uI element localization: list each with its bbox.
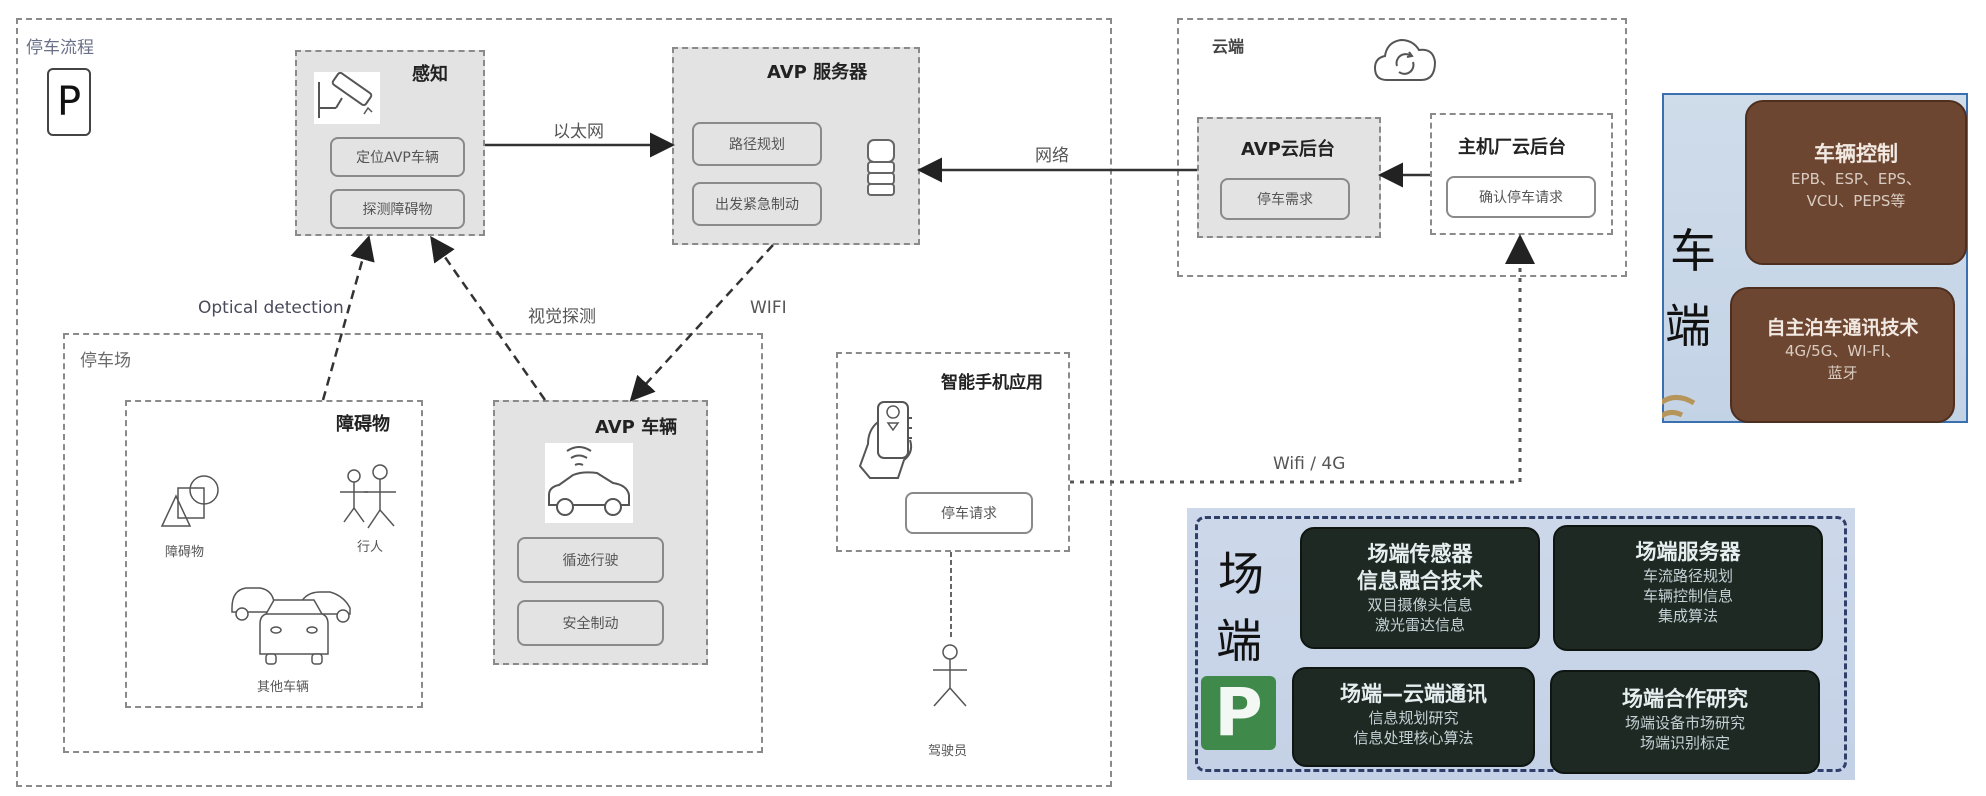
network-label: 网络 [1035,146,1069,166]
avp-cloud-backend-title: AVP云后台 [1241,139,1335,160]
field-side-title-char-1: 场 [1218,547,1264,601]
field-server-line: 车流路径规划 [1642,567,1733,585]
vehicle-control-line: EPB、ESP、EPS、 [1791,170,1921,188]
car-side-title-char-1: 车 [1670,224,1716,278]
optical-detection-label: Optical detection [198,298,344,318]
phone-app-box[interactable] [836,352,1070,552]
pedestrian-label: 行人 [357,540,384,555]
path-planning-item[interactable]: 路径规划 [692,122,822,166]
parking-comm-card: 自主泊车通讯技术 4G/5G、WI-FI、 蓝牙 [1730,287,1955,423]
field-server-line: 集成算法 [1657,607,1718,625]
field-side-title-char-2: 端 [1216,614,1262,668]
field-cooperation-title: 场端合作研究 [1622,687,1748,711]
field-cooperation-line: 场端设备市场研究 [1624,714,1745,732]
visual-detection-label: 视觉探测 [528,307,596,327]
driver-icon [930,642,970,712]
wifi-icon [1662,385,1702,423]
field-cloud-comm-card: 场端—云端通讯 信息规划研究 信息处理核心算法 [1292,667,1535,767]
field-sensor-title: 场端传感器 [1367,542,1473,566]
pedestrians-icon [338,464,402,532]
field-server-line: 车辆控制信息 [1642,587,1733,605]
field-cooperation-card: 场端合作研究 场端设备市场研究 场端识别标定 [1550,670,1820,774]
field-cloud-comm-line: 信息规划研究 [1368,709,1459,727]
connected-car-icon [545,443,633,523]
wifi-label: WIFI [750,298,787,318]
parking-comm-line: 4G/5G、WI-FI、 [1784,342,1901,360]
parking-demand-item[interactable]: 停车需求 [1220,178,1350,220]
car-side-title-char-2: 端 [1665,299,1711,353]
field-cloud-comm-title: 场端—云端通讯 [1340,682,1487,706]
field-p-letter: P [1214,674,1263,751]
shapes-label: 障碍物 [165,545,205,560]
field-sensor-line: 双目摄像头信息 [1367,596,1473,614]
cctv-camera-icon [314,71,380,124]
field-sensor-title: 信息融合技术 [1357,569,1483,593]
parking-comm-line: 蓝牙 [1827,364,1858,382]
oem-cloud-backend-title: 主机厂云后台 [1458,137,1566,158]
field-cooperation-line: 场端识别标定 [1639,734,1730,752]
other-vehicles-label: 其他车辆 [257,680,310,695]
field-server-title: 场端服务器 [1635,540,1741,564]
parking-p-icon: P [47,68,91,136]
emergency-brake-item[interactable]: 出发紧急制动 [692,182,822,226]
parking-comm-title: 自主泊车通讯技术 [1766,317,1919,339]
other-vehicles-icon [228,580,358,670]
ethernet-label: 以太网 [553,122,604,142]
sensing-box[interactable] [295,50,485,236]
obstacles-title: 障碍物 [336,414,390,435]
field-sensor-card: 场端传感器 信息融合技术 双目摄像头信息 激光雷达信息 [1300,527,1540,649]
confirm-parking-request-item[interactable]: 确认停车请求 [1446,176,1596,218]
vehicle-control-line: VCU、PEPS等 [1806,192,1906,210]
driver-label: 驾驶员 [928,744,968,759]
field-cloud-comm-line: 信息处理核心算法 [1353,729,1474,747]
process-title: 停车流程 [26,38,94,58]
server-stack-icon [866,138,896,198]
detect-obstacle-item[interactable]: 探测障碍物 [330,189,465,229]
parking-lot-title: 停车场 [80,351,131,371]
vehicle-control-card: 车辆控制 EPB、ESP、EPS、 VCU、PEPS等 [1745,100,1967,265]
avp-vehicle-title: AVP 车辆 [595,417,678,438]
shapes-icon [158,474,226,532]
locate-avp-vehicle-item[interactable]: 定位AVP车辆 [330,137,465,177]
field-sensor-line: 激光雷达信息 [1374,616,1465,634]
vehicle-control-title: 车辆控制 [1814,142,1898,166]
obstacles-box[interactable] [125,400,423,708]
safe-braking-item[interactable]: 安全制动 [517,600,664,646]
hand-phone-location-icon [858,400,918,482]
track-driving-item[interactable]: 循迹行驶 [517,537,664,583]
cloud-title: 云端 [1212,37,1245,56]
phone-app-title: 智能手机应用 [941,373,1043,393]
cloud-sync-icon [1373,36,1437,86]
field-side-border [1195,516,1847,772]
parking-p-letter: P [56,79,82,125]
avp-server-title: AVP 服务器 [767,62,868,83]
parking-request-button[interactable]: 停车请求 [905,492,1033,534]
sensing-title: 感知 [412,64,448,85]
parking-p-icon: P [1201,676,1276,750]
wifi-4g-label: Wifi / 4G [1273,454,1346,474]
field-server-card: 场端服务器 车流路径规划 车辆控制信息 集成算法 [1553,525,1823,651]
parking-lot-box [63,333,763,753]
